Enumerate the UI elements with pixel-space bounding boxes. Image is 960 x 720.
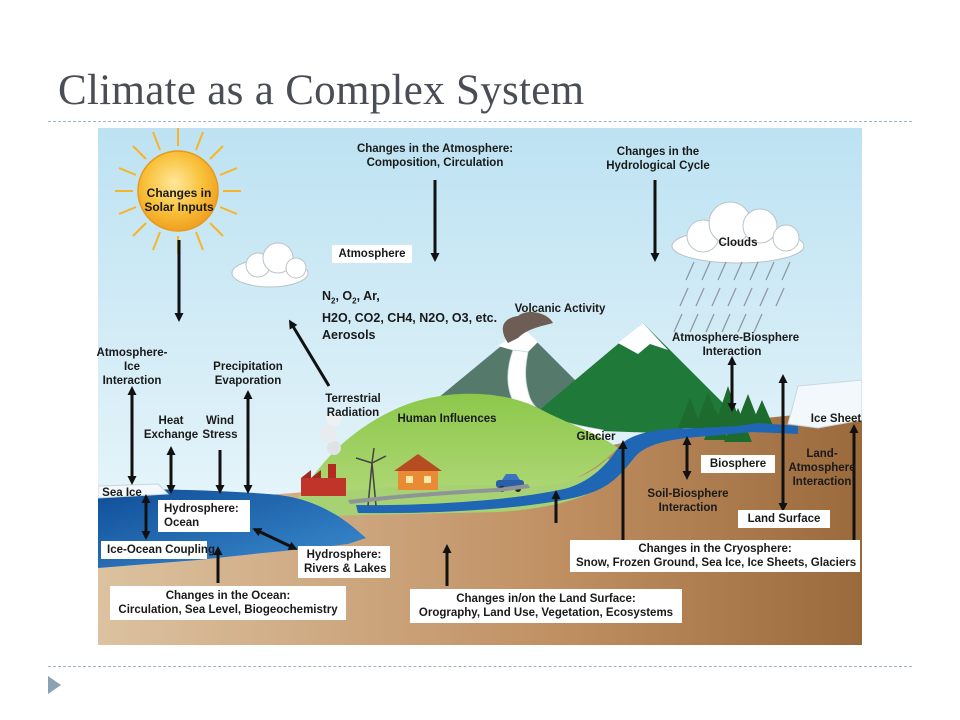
diagram-illustration <box>98 128 862 645</box>
footer-divider <box>48 666 912 667</box>
land-ground <box>98 408 862 645</box>
rain-cloud-icon <box>671 201 805 264</box>
mountain-snowcap <box>618 323 668 354</box>
green-mountain <box>518 323 738 433</box>
volcanic-activity-label: Volcanic Activity <box>514 303 606 315</box>
land-changes-box: Changes in/on the Land Surface:Orography… <box>410 589 682 623</box>
ice-sheet <box>787 379 862 429</box>
arrow-terrestrial-up <box>288 319 331 387</box>
atmosphere-changes-label: Changes in the Atmosphere:Composition, C… <box>356 143 514 169</box>
clouds-label: Clouds <box>718 237 758 249</box>
hydrosphere-rivers-box: Hydrosphere:Rivers & Lakes <box>298 546 390 578</box>
sea-ice <box>98 483 170 499</box>
sun-disc <box>137 150 219 232</box>
cryosphere-changes-box: Changes in the Cryosphere:Snow, Frozen G… <box>570 540 860 572</box>
green-hill <box>298 393 618 508</box>
ocean-changes-box: Changes in the Ocean:Circulation, Sea Le… <box>110 586 346 620</box>
hydrosphere-ocean-box: Hydrosphere:Ocean <box>158 500 250 532</box>
land-surface-box: Land Surface <box>738 510 830 528</box>
road <box>348 484 530 504</box>
atmosphere-box: Atmosphere <box>332 245 412 263</box>
volcanic-plume <box>502 312 553 343</box>
slide-title: Climate as a Complex System <box>58 67 585 114</box>
glacier-label: Glacier <box>576 431 616 443</box>
small-cloud-icon <box>231 242 309 288</box>
arrow-ocean-rivers <box>252 528 298 550</box>
sea-ice-label: Sea Ice <box>102 487 142 499</box>
volcano-snowcap <box>498 328 538 354</box>
title-divider <box>48 121 912 122</box>
biosphere-box: Biosphere <box>701 455 775 473</box>
sun-icon <box>115 128 241 254</box>
river <box>356 423 798 514</box>
ice-ocean-coupling-box: Ice-Ocean Coupling <box>101 541 215 559</box>
ice-sheet-label: Ice Sheet <box>810 413 862 425</box>
slide-bullet-icon <box>48 676 61 694</box>
house-icon <box>394 454 442 490</box>
factory-icon <box>301 410 346 496</box>
atmospheric-composition: N2, O2, Ar, H2O, CO2, CH4, N2O, O3, etc.… <box>322 289 498 342</box>
human-influences-label: Human Influences <box>397 413 497 425</box>
rain-streaks <box>673 261 791 333</box>
